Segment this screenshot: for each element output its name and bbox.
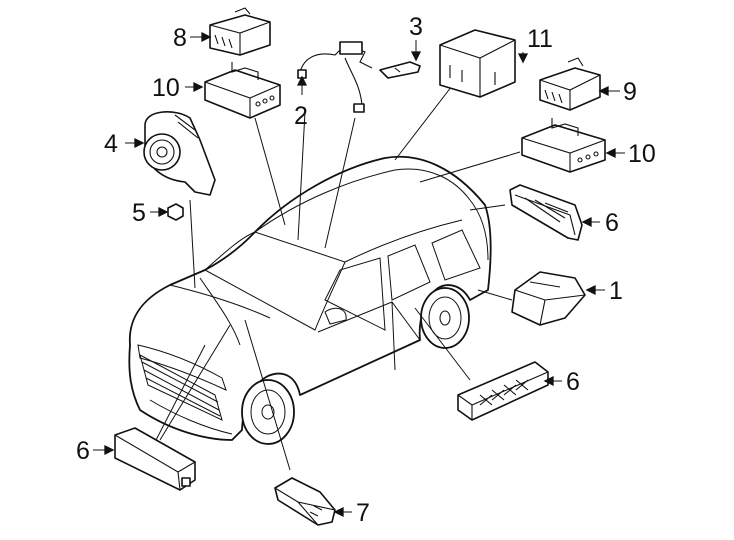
part-6-antenna-upper: [509, 184, 583, 241]
leader-part-2: [297, 111, 306, 241]
callout-2: 2: [294, 102, 308, 130]
callout-5: 5: [132, 199, 146, 227]
part-7-sensor: [274, 477, 336, 526]
callout-7: 7: [356, 499, 370, 527]
callout-1: 1: [609, 277, 623, 305]
callout-10-upper: 10: [152, 74, 180, 102]
leader-part-6-lower-b: [154, 344, 206, 443]
part-11-cover: [439, 29, 516, 98]
leader-part-11: [394, 81, 456, 161]
leader-part-7: [244, 319, 291, 471]
callout-arrows: [93, 31, 625, 518]
callout-3: 3: [409, 13, 423, 41]
leader-part-6-lower-a: [159, 324, 231, 441]
leader-part-10-top: [254, 117, 286, 226]
part-6-antenna-middle: [457, 361, 549, 421]
part-10-bracket-upper: [204, 62, 281, 119]
leader-part-4: [189, 199, 196, 289]
part-2-harness: [297, 41, 373, 113]
vehicle-illustration: [128, 155, 492, 445]
leader-part-1: [477, 289, 513, 301]
leader-part-10-right: [419, 151, 521, 183]
part-1-module: [511, 271, 586, 326]
callout-6-middle: 6: [566, 368, 580, 396]
part-9-module: [539, 57, 601, 111]
leader-part-6-middle: [414, 307, 471, 381]
part-10-bracket-lower: [521, 118, 606, 173]
part-3-sensor: [379, 61, 421, 79]
part-8-module: [209, 7, 271, 56]
leader-part-6-upper: [469, 204, 506, 211]
callout-11: 11: [527, 25, 553, 53]
leader-part-2b: [324, 117, 356, 249]
callout-8: 8: [173, 24, 187, 52]
part-6-antenna-lower: [114, 427, 196, 491]
leader-lines: [154, 81, 521, 471]
callout-4: 4: [104, 130, 118, 158]
callout-6-upper: 6: [605, 209, 619, 237]
part-4-siren: [143, 111, 216, 196]
callout-10-lower: 10: [628, 140, 656, 168]
callout-9: 9: [623, 78, 637, 106]
callout-6-lower: 6: [76, 437, 90, 465]
callout-labels: 8 10 2 3 11 9 10 4 5 6 1 6 6 7: [76, 13, 656, 527]
part-5-nut: [167, 203, 184, 221]
